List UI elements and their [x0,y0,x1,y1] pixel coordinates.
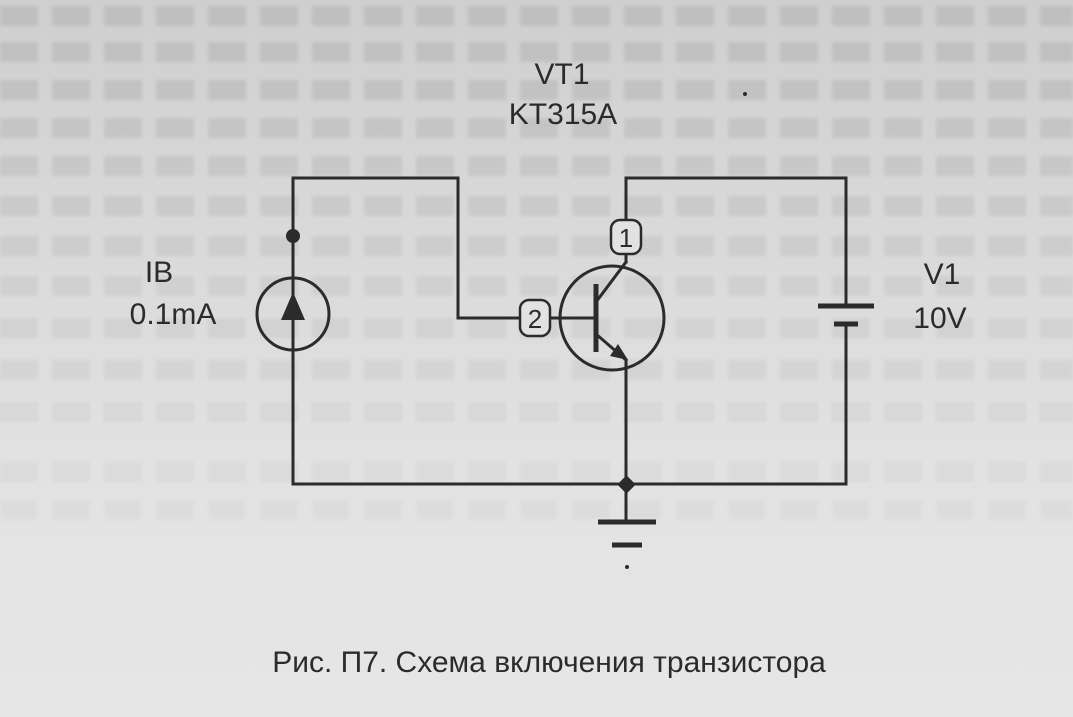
wires [291,176,848,522]
bleed-through-text [0,42,1073,62]
current-source-value: 0.1mA [130,298,217,331]
wire-v1-to-ground [625,322,848,486]
wire-source-to-ground [291,350,629,486]
current-source-symbol [255,276,331,352]
bleed-through-text [0,462,1073,482]
pin-1-tag: 1 [609,218,643,256]
bleed-through-text [0,6,1073,26]
ground-icon [598,519,656,569]
pin-1-label: 1 [619,223,633,253]
transistor-part-number: KT315A [509,98,617,131]
junction-dot-source [286,229,300,243]
arrow-up-icon [281,292,305,320]
figure-caption: Рис. П7. Схема включения транзистора [272,646,826,679]
print-speck [743,92,747,96]
bleed-through-text [0,500,1073,520]
pin-2-label: 2 [528,304,542,334]
transistor-designator: VT1 [534,58,589,91]
voltage-source-name: V1 [924,258,961,291]
bleed-through-text [0,276,1073,296]
junction-dot-ground [617,475,636,494]
bleed-through-text [0,156,1073,176]
bleed-through-text [0,80,1073,100]
voltage-source-value: 10V [913,302,966,335]
transistor-symbol [558,259,666,372]
battery-symbol [818,303,874,327]
pin-2-tag: 2 [518,298,552,338]
bleed-through-text [0,402,1073,422]
wire-source-to-base [291,176,526,320]
current-source-name: IB [145,256,173,289]
wire-collector-to-v1 [624,176,848,308]
bleed-through-text [0,236,1073,256]
emitter-arrow-icon [610,344,628,360]
bleed-through-text [0,196,1073,216]
bleed-through-text [0,360,1073,380]
bleed-through-text [0,118,1073,138]
